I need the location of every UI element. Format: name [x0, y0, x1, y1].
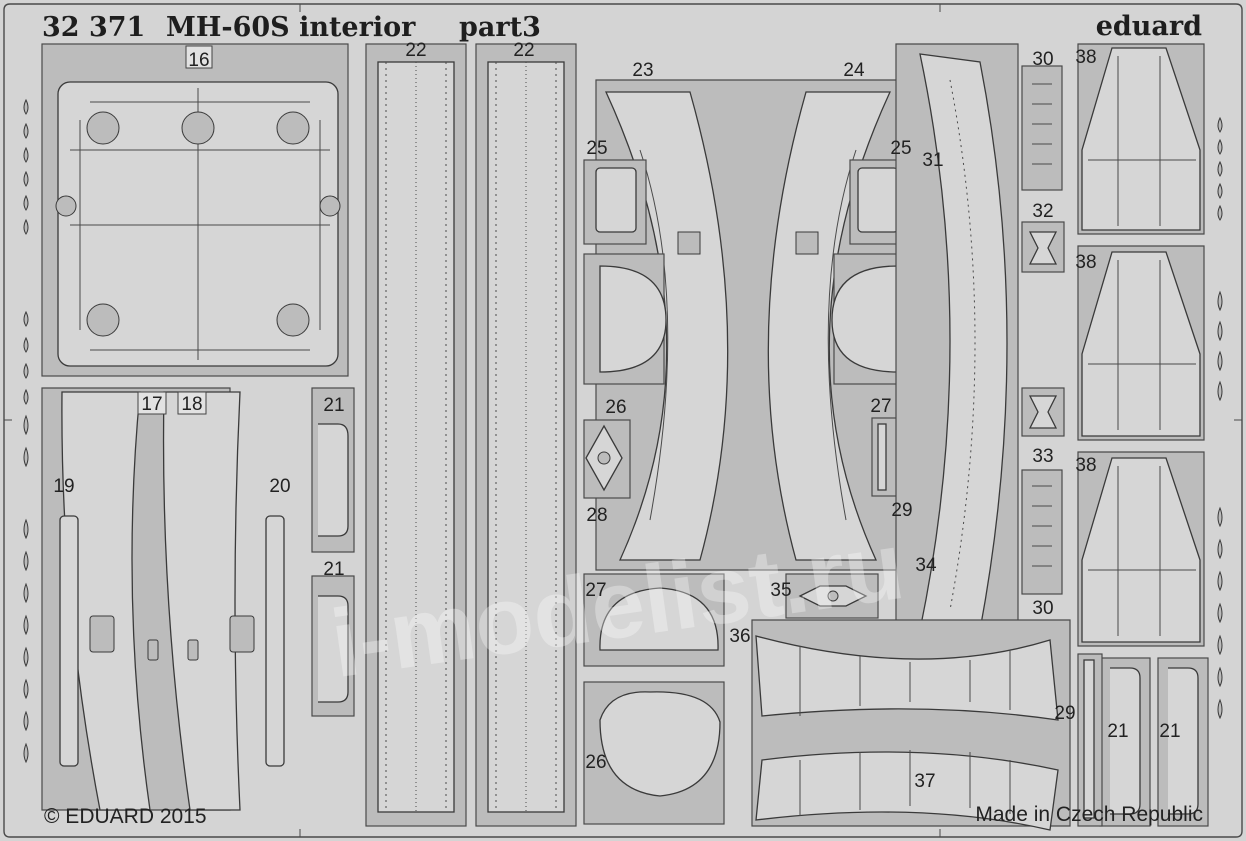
- part-16-floor-panel: [41, 43, 349, 377]
- part-number-label: 30: [1032, 598, 1053, 619]
- part-number-label: 26: [605, 397, 626, 418]
- parts-17-18-curved-strips: [41, 387, 241, 811]
- part-number-label: 31: [922, 150, 943, 171]
- part-number-label: 27: [870, 396, 891, 417]
- part-number-label: 26: [585, 752, 606, 773]
- part-number-label: 16: [188, 50, 209, 71]
- part-30-step-strips: [1021, 65, 1063, 595]
- part-number-label: 37: [914, 771, 935, 792]
- origin-notice: Made in Czech Republic: [975, 803, 1203, 826]
- part-number-label: 38: [1075, 252, 1096, 273]
- part-number-label: 21: [323, 559, 344, 580]
- part-number-label: 20: [269, 476, 290, 497]
- part-number-label: 32: [1032, 201, 1053, 222]
- part-number-label: 21: [323, 395, 344, 416]
- part-number-label: 18: [181, 394, 202, 415]
- part-number-label: 21: [1107, 721, 1128, 742]
- part-number-label: 34: [915, 555, 937, 576]
- parts-23-24-bulkhead-frames: [595, 79, 921, 571]
- part-number-label: 29: [1054, 703, 1075, 724]
- part-number-label: 22: [405, 40, 426, 61]
- part-number-label: 22: [513, 40, 534, 61]
- part-number-label: 38: [1075, 47, 1096, 68]
- part-number-label: 25: [586, 138, 607, 159]
- part-number-label: 23: [632, 60, 653, 81]
- part-label: part3: [459, 12, 541, 43]
- left-drop-holes: [23, 98, 29, 764]
- part-number-label: 36: [729, 626, 750, 647]
- part-21-handles: [311, 387, 1209, 827]
- part-number-label: 25: [890, 138, 911, 159]
- part-31-34-curved-belt: [895, 43, 1019, 641]
- part-number-label: 27: [585, 580, 606, 601]
- part-number-label: 21: [1159, 721, 1180, 742]
- right-drop-holes: [1217, 116, 1223, 720]
- copyright-notice: © EDUARD 2015: [44, 805, 207, 828]
- brand-logo: eduard: [1096, 11, 1202, 42]
- part-22-seat-webbing-strips: [365, 43, 577, 827]
- part-number-label: 19: [53, 476, 74, 497]
- set-code: 32 371: [42, 12, 145, 43]
- part-number-label: 28: [586, 505, 607, 526]
- part-25-brackets: [583, 159, 913, 245]
- part-28-clamp: [583, 419, 631, 499]
- part-number-label: 30: [1032, 49, 1053, 70]
- part-number-label: 24: [843, 60, 865, 81]
- parts-32-33-35-clips: [785, 221, 1065, 619]
- parts-36-37-curved-floor: [751, 619, 1071, 831]
- part-number-label: 35: [770, 580, 791, 601]
- fret-title: MH-60S interior: [166, 12, 416, 43]
- part-38-side-panels: [1077, 43, 1205, 647]
- part-number-label: 33: [1032, 446, 1053, 467]
- part-number-label: 17: [141, 394, 162, 415]
- fret-border: [3, 3, 1243, 838]
- part-number-label: 38: [1075, 455, 1096, 476]
- part-number-label: 29: [891, 500, 912, 521]
- parts-19-20-side-rails: [59, 515, 285, 767]
- parts-26-27-shields: [583, 253, 915, 825]
- part-number-labels: 16 17 18 19 20 21 21 21 21 22 22 23 24 2…: [53, 40, 1180, 792]
